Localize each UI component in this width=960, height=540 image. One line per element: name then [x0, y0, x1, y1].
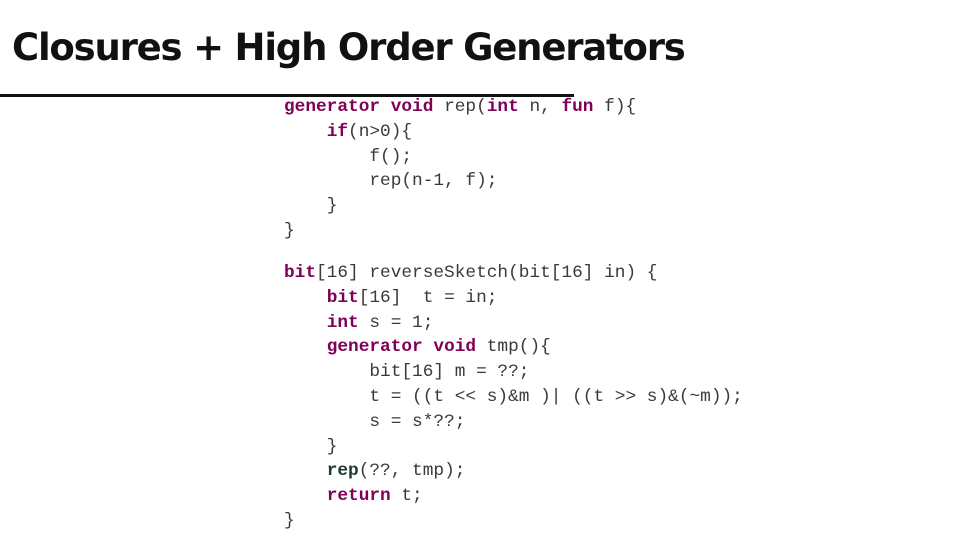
code-text: (n>0){ [348, 121, 413, 142]
code-line: bit[16] reverseSketch(bit[16] in) { [284, 261, 743, 286]
code-keyword: void [390, 97, 434, 117]
code-function-call: rep [326, 461, 359, 482]
code-line: bit[16] m = ??; [284, 360, 743, 385]
code-keyword: int [486, 97, 519, 117]
code-line: t = ((t << s)&m )| ((t >> s)&(~m)); [284, 385, 743, 410]
code-keyword: if [326, 121, 349, 142]
code-block-reverse-sketch: bit[16] reverseSketch(bit[16] in) { bit[… [284, 261, 743, 534]
code-line: s = s*??; [284, 410, 743, 435]
code-line: } [284, 194, 636, 219]
code-text: (??, tmp); [358, 461, 466, 482]
code-keyword: bit [326, 287, 359, 308]
slide-title: Closures + High Order Generators [12, 26, 686, 69]
code-text: } [284, 220, 295, 241]
code-line: } [284, 219, 636, 244]
code-block-rep: generator void rep(int n, fun f){ if(n>0… [284, 95, 636, 244]
code-line: rep(??, tmp); [284, 459, 743, 484]
code-line: generator void tmp(){ [284, 335, 743, 360]
code-text: } [326, 436, 338, 457]
code-keyword: int [326, 312, 359, 333]
code-text: f){ [593, 97, 637, 117]
code-text [380, 97, 391, 117]
code-line: } [284, 435, 743, 460]
code-text: s = s*??; [369, 411, 466, 432]
code-text: t = ((t << s)&m )| ((t >> s)&(~m)); [369, 386, 743, 407]
code-line: f(); [284, 145, 636, 170]
code-text: s = 1; [358, 312, 434, 333]
code-line: bit[16] t = in; [284, 286, 743, 311]
code-text: rep( [433, 97, 487, 117]
code-text: tmp(){ [476, 337, 551, 358]
code-text: f(); [369, 146, 413, 167]
code-text: } [284, 510, 295, 531]
code-line: } [284, 509, 743, 534]
code-keyword: fun [561, 97, 594, 117]
code-text: t; [390, 486, 423, 507]
code-line: int s = 1; [284, 311, 743, 336]
code-keyword: return [326, 486, 391, 507]
code-keyword: generator [284, 97, 381, 117]
code-line: generator void rep(int n, fun f){ [284, 95, 636, 120]
code-text: rep(n-1, f); [369, 171, 498, 192]
code-text: } [326, 196, 338, 217]
code-keyword: void [433, 337, 477, 358]
code-line: if(n>0){ [284, 120, 636, 145]
code-text [423, 337, 434, 357]
code-text: n, [518, 97, 562, 117]
code-line: rep(n-1, f); [284, 169, 636, 194]
code-keyword: bit [284, 263, 317, 283]
code-text: [16] t = in; [358, 287, 498, 308]
code-text: bit[16] m = ??; [369, 362, 530, 383]
title-underline [0, 94, 574, 97]
code-text: [16] reverseSketch(bit[16] in) { [316, 263, 658, 283]
code-keyword: generator [326, 337, 423, 358]
code-line: return t; [284, 484, 743, 509]
